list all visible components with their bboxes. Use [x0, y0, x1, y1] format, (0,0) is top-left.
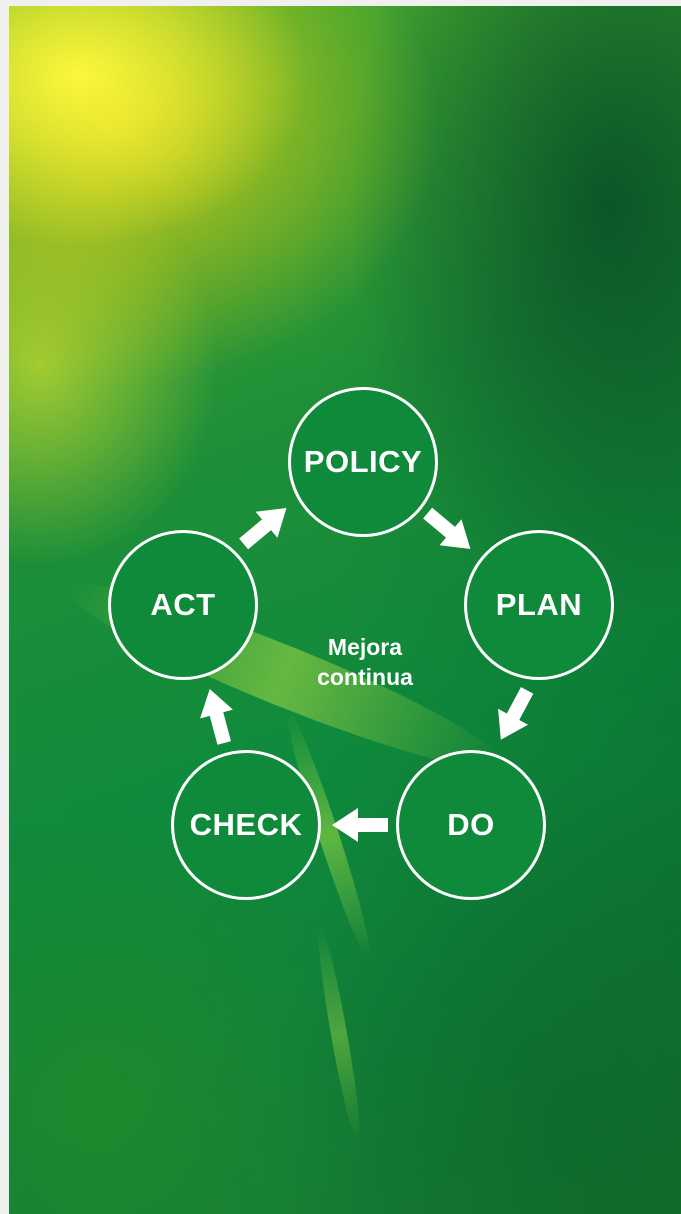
node-do-label: DO	[447, 807, 495, 842]
node-check: CHECK	[171, 750, 321, 900]
arrow-do-to-check-icon	[332, 808, 388, 842]
center-label-line2: continua	[317, 664, 413, 690]
arrow-act-to-policy-icon	[233, 495, 298, 557]
center-label: Mejora continua	[270, 632, 460, 692]
node-act-label: ACT	[150, 587, 216, 622]
arrow-policy-to-plan-icon	[417, 500, 482, 562]
node-check-label: CHECK	[189, 807, 303, 842]
node-plan-label: PLAN	[495, 587, 583, 622]
node-act: ACT	[108, 530, 258, 680]
arrow-check-to-act-icon	[193, 685, 240, 748]
node-policy: POLICY	[288, 387, 438, 537]
node-plan: PLAN	[464, 530, 614, 680]
arrow-plan-to-do-icon	[486, 682, 542, 747]
node-policy-label: POLICY	[303, 444, 423, 479]
node-do: DO	[396, 750, 546, 900]
center-label-line1: Mejora	[327, 634, 403, 660]
